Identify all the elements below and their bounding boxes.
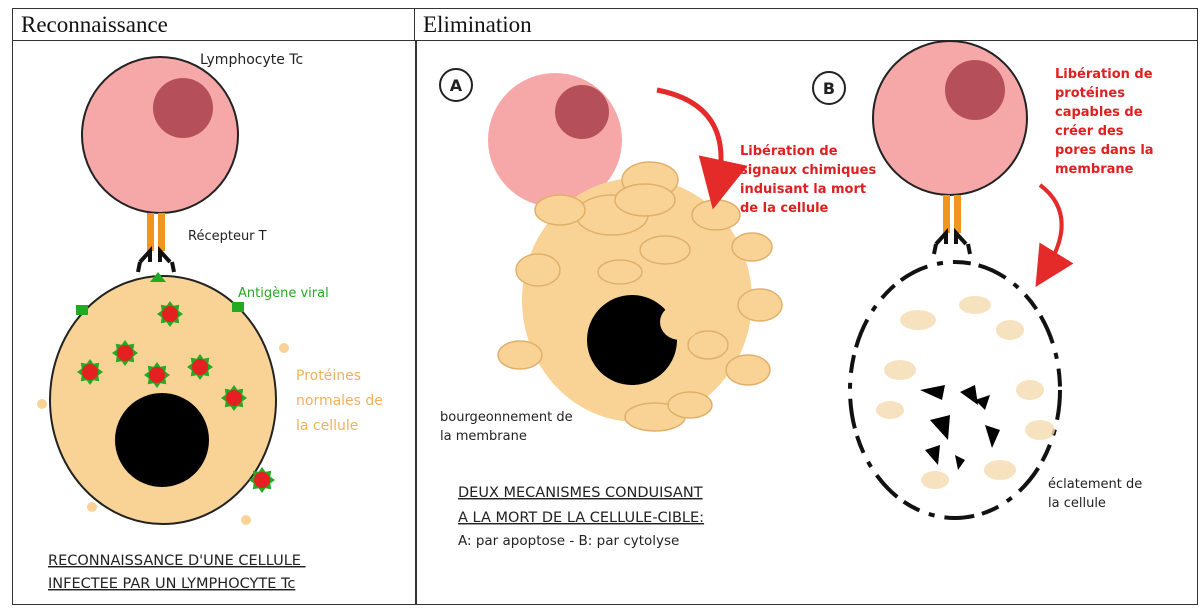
recognition-panel: Lymphocyte Tc Récepteur T Antigène viral…	[37, 52, 387, 592]
elimination-caption: DEUX MECANISMES CONDUISANT A LA MORT DE …	[458, 485, 709, 549]
antigen-marker	[150, 272, 166, 282]
diagram-frame: Reconnaissance Elimination	[12, 8, 1198, 605]
signal-arrow-a	[656, 87, 748, 210]
lymphocyte-label: Lymphocyte Tc	[200, 52, 303, 68]
virus-particle	[187, 354, 213, 380]
protein-dot	[241, 515, 251, 525]
cytolysis-lymphocyte-nucleus	[945, 60, 1005, 120]
lymphocyte-nucleus	[153, 78, 213, 138]
panel-b-marker: B	[823, 79, 835, 98]
panel-b-marker-circle	[812, 71, 846, 105]
virus-particle	[77, 359, 103, 385]
lymphocyte-cell	[81, 56, 239, 214]
virus-group	[77, 301, 275, 493]
virus-particle	[112, 340, 138, 366]
virus-particle	[157, 301, 183, 327]
b-release-label: Libération de protéines capables de crée…	[1055, 67, 1158, 177]
panel-a-apoptosis: A Libération de signaux	[439, 68, 881, 549]
header-reconnaissance: Reconnaissance	[13, 9, 415, 41]
antigen-label: Antigène viral	[238, 286, 329, 301]
apoptosis-lymphocyte-nucleus	[555, 85, 609, 139]
protein-dot	[37, 399, 47, 409]
panel-a-marker-circle	[439, 68, 473, 102]
panel-a-marker: A	[450, 76, 463, 95]
cytolysis-receptor	[932, 195, 972, 255]
protein-dot	[87, 502, 97, 512]
lysed-target-cell	[848, 260, 1062, 520]
t-cell-receptor	[136, 213, 176, 273]
proteins-label: Protéines normales de la cellule	[296, 368, 387, 434]
header-elimination: Elimination	[415, 9, 1197, 41]
apoptotic-cell	[497, 161, 783, 432]
cytolysis-lymphocyte	[872, 40, 1028, 196]
column-divider	[415, 41, 417, 604]
antigen-marker	[232, 302, 244, 312]
recognition-caption: RECONNAISSANCE D'UNE CELLULE INFECTEE PA…	[48, 553, 306, 592]
virus-particle	[221, 385, 247, 411]
virus-particle	[144, 362, 170, 388]
burst-label: éclatement de la cellule	[1048, 477, 1146, 511]
protein-dot	[279, 343, 289, 353]
receptor-label: Récepteur T	[188, 229, 267, 244]
virus-particle	[249, 467, 275, 493]
signal-arrow-b	[1035, 183, 1074, 288]
antigen-marker	[76, 305, 88, 315]
target-nucleus	[115, 393, 209, 487]
panel-b-cytolysis: B Libération de protéines capables de cr…	[812, 40, 1158, 520]
a-release-label: Libération de signaux chimiques induisan…	[740, 144, 881, 216]
budding-label: bourgeonnement de la membrane	[440, 410, 577, 444]
